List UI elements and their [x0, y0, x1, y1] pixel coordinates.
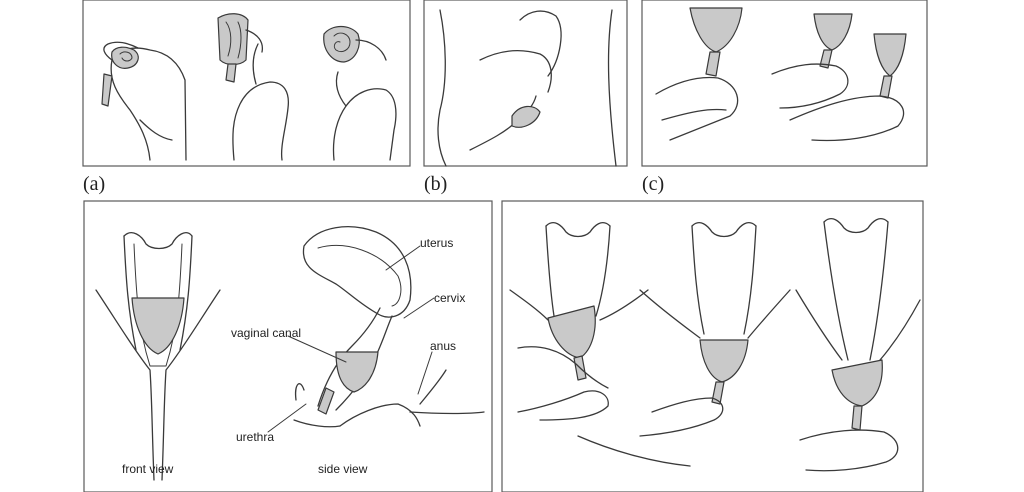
panel-a-letter: (a)	[83, 173, 105, 195]
hand-folding-cup-3	[323, 25, 397, 161]
anatomy-panel: uterus cervix vaginal canal anus urethra…	[83, 200, 493, 492]
panel-b	[423, 0, 628, 167]
hand-c2	[771, 63, 849, 109]
label-urethra: urethra	[236, 430, 274, 444]
vaginal-canal-inner	[317, 307, 381, 407]
label-front-view: front view	[122, 462, 174, 476]
label-side-view: side view	[318, 462, 368, 476]
cup-side-stem	[317, 387, 335, 415]
panel-c	[641, 0, 928, 167]
finger-c1	[661, 108, 727, 121]
front-view-illustration	[95, 232, 221, 481]
hand-folding-cup-2	[217, 13, 290, 161]
panel-a	[82, 0, 411, 167]
label-cervix: cervix	[434, 291, 465, 305]
hand-folding-cup-1	[101, 41, 187, 161]
removal-step-2	[577, 222, 791, 467]
panel-c-frame	[641, 0, 928, 167]
uterus-side	[302, 226, 412, 318]
leader-cervix	[403, 297, 435, 319]
label-vaginal-canal: vaginal canal	[231, 326, 301, 340]
leader-urethra	[267, 403, 307, 433]
leader-vaginal-canal	[287, 335, 347, 363]
body-contour-left	[437, 9, 447, 167]
cup-c2-stem	[819, 49, 833, 69]
hand-c1	[655, 76, 739, 141]
uterus-top-front	[123, 232, 193, 250]
removal-panel	[501, 200, 924, 492]
cup-c1-stem	[705, 51, 721, 77]
leader-uterus	[385, 245, 421, 271]
removal-step-3	[795, 218, 921, 472]
panel-b-frame	[423, 0, 628, 167]
hand-top	[519, 10, 562, 77]
hand-c3	[789, 95, 905, 142]
panel-b-letter: (b)	[424, 173, 447, 195]
label-anus: anus	[430, 339, 456, 353]
cup-inserting	[511, 105, 541, 128]
leader-anus	[417, 351, 433, 395]
body-contour-right	[607, 9, 617, 167]
anus-line	[419, 369, 447, 405]
label-uterus: uterus	[420, 236, 453, 250]
arm-upper	[479, 49, 552, 93]
panel-c-letter: (c)	[642, 173, 664, 195]
cup-front-view	[131, 297, 185, 355]
